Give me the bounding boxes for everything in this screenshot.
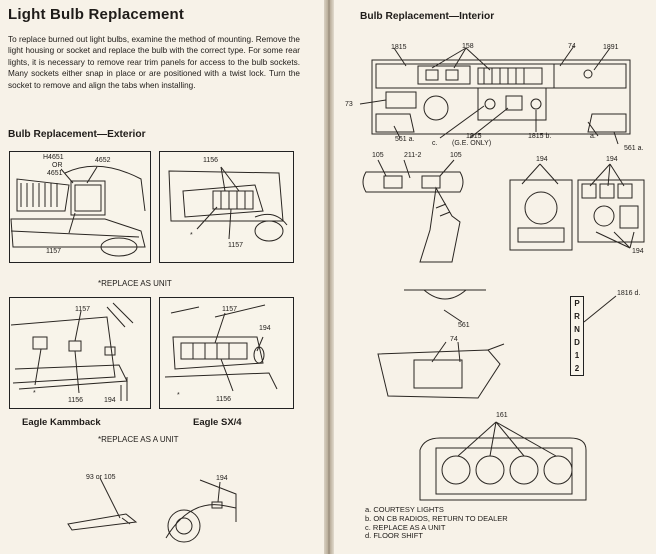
legend-item-b: b. ON CB RADIOS, RETURN TO DEALER (365, 513, 508, 523)
dashboard-drawing (359, 45, 631, 145)
floor-shift-indicator: P R N D 1 2 (570, 296, 584, 376)
label-74-visor: 74 (450, 336, 458, 343)
shift-d: D (574, 338, 580, 347)
interior-heading: Bulb Replacement—Interior (360, 11, 495, 22)
shift-leader-line (583, 295, 617, 323)
legend-item-d: d. FLOOR SHIFT (365, 531, 423, 541)
label-asterisk-kammback: * (33, 390, 36, 397)
label-561a-right: 561 a. (624, 145, 644, 152)
replace-unit-note: *REPLACE AS UNIT (98, 279, 172, 288)
label-1156-rear: 1156 (203, 157, 219, 164)
rear-lamp-drawing (168, 166, 288, 242)
legend-item-a: a. COURTESY LIGHTS (365, 505, 444, 514)
legend-item-c: c. REPLACE AS A UNIT (365, 522, 446, 532)
visor-vanity-drawing (377, 341, 505, 399)
exterior-heading: Bulb Replacement—Exterior (8, 129, 146, 140)
label-1157-front: 1157 (46, 248, 62, 255)
label-1157-rear: 1157 (228, 242, 244, 249)
kammback-drawing (10, 302, 134, 401)
label-73: 73 (345, 101, 353, 108)
label-194-sx4: 194 (259, 325, 271, 332)
label-1815-top: 1815 (391, 44, 407, 51)
replace-a-unit-note: *REPLACE AS A UNIT (98, 435, 179, 444)
label-194-kammback: 194 (104, 397, 116, 404)
label-1157-sx4: 1157 (222, 306, 238, 313)
front-headlamp-drawing (10, 165, 146, 257)
label-561-dome: 561 (458, 322, 470, 329)
label-74-dash: 74 (568, 43, 576, 50)
label-211-2: 211-2 (404, 152, 422, 159)
label-194-gauge-a: 194 (536, 156, 548, 163)
shift-2: 2 (574, 364, 580, 373)
label-4651: 4651 (47, 170, 63, 177)
label-or: OR (52, 162, 63, 169)
label-c-dash: c. (432, 140, 438, 147)
label-h4651: H4651 (43, 154, 64, 161)
shift-p: P (574, 299, 580, 308)
label-a-dash: a. (590, 133, 596, 140)
label-1816d: 1816 d. (617, 290, 641, 297)
map-light-drawing (362, 159, 464, 263)
label-105-left: 105 (372, 152, 384, 159)
book-gutter (324, 0, 334, 554)
label-asterisk-rear: * (190, 232, 193, 239)
shift-n: N (574, 325, 580, 334)
rear-lamp-figure (159, 151, 294, 263)
instrument-cluster-drawing (419, 421, 587, 501)
trunk-license-drawing (67, 477, 237, 543)
label-1157-kammback: 1157 (75, 306, 91, 313)
intro-paragraph: To replace burned out light bulbs, exami… (8, 35, 300, 90)
label-1815b: 1815 b. (528, 133, 552, 140)
dome-light-drawing (404, 289, 486, 323)
label-1815-ge: 1815 (466, 133, 482, 140)
page-title: Light Bulb Replacement (8, 6, 185, 23)
label-asterisk-sx4: * (177, 392, 180, 399)
label-1156-kammback: 1156 (68, 397, 84, 404)
label-1156-sx4: 1156 (216, 396, 232, 403)
sx4-caption: Eagle SX/4 (193, 417, 242, 428)
gauge-panels-drawing (509, 163, 645, 251)
label-194-trunk: 194 (216, 475, 228, 482)
label-194-gauge-b: 194 (606, 156, 618, 163)
label-158: 158 (462, 43, 474, 50)
shift-1: 1 (574, 351, 580, 360)
label-194-gauge-c: 194 (632, 248, 644, 255)
label-1891: 1891 (603, 44, 619, 51)
label-93-or-105: 93 or 105 (86, 474, 116, 481)
sx4-drawing (164, 304, 278, 392)
footnote-legend: a. COURTESY LIGHTS b. ON CB RADIOS, RETU… (365, 505, 508, 541)
label-561a-left: 561 a. (395, 136, 415, 143)
left-page (0, 0, 326, 554)
kammback-caption: Eagle Kammback (22, 417, 101, 428)
label-ge-only: (G.E. ONLY) (452, 140, 492, 147)
label-105-right: 105 (450, 152, 462, 159)
shift-r: R (574, 312, 580, 321)
label-161: 161 (496, 412, 508, 419)
label-4652: 4652 (95, 157, 111, 164)
